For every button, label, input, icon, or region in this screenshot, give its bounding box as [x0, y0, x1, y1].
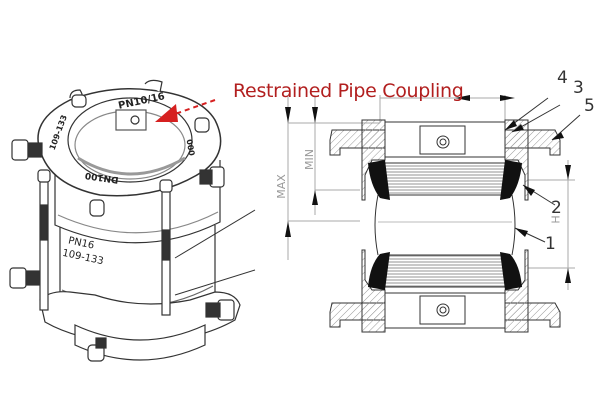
red-indicator-arrow — [155, 99, 216, 122]
section-coupling — [285, 95, 581, 333]
tie-rods — [37, 169, 173, 316]
diagram-title: Restrained Pipe Coupling — [233, 80, 464, 102]
dim-label-max: MAX — [274, 174, 288, 199]
callout-4: 4 — [557, 68, 568, 88]
dim-label-min: MIN — [302, 149, 316, 170]
callout-5: 5 — [584, 96, 595, 116]
callout-2: 2 — [551, 198, 562, 218]
callout-3: 3 — [573, 78, 584, 98]
isometric-coupling — [9, 79, 256, 362]
gaskets — [368, 160, 522, 290]
callout-1: 1 — [545, 234, 556, 254]
bolts — [9, 94, 235, 362]
dimension-arrows — [285, 95, 571, 283]
